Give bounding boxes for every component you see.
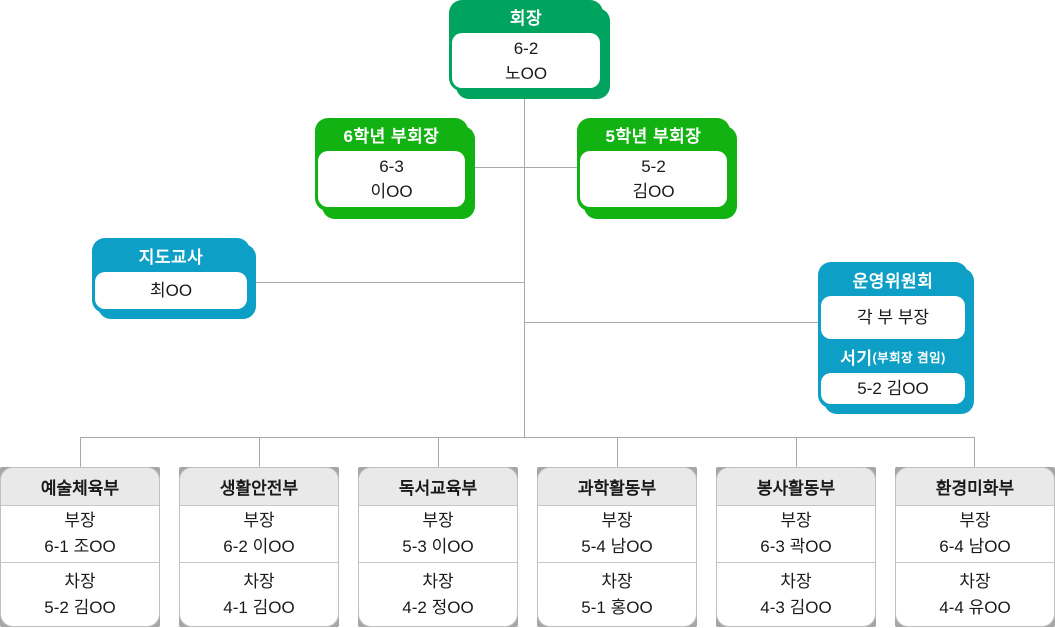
connector-vice-horizontal bbox=[475, 167, 577, 168]
chairman-card: 회장 6-2 노OO bbox=[449, 0, 603, 91]
vice-chair-6-name: 이OO bbox=[370, 182, 413, 201]
dept-deputy-role: 차장 bbox=[422, 571, 454, 591]
dept-title: 과학활동부 bbox=[538, 468, 696, 506]
committee-members: 각 부 부장 bbox=[856, 308, 929, 327]
advisor-name: 최OO bbox=[149, 281, 193, 300]
vice-chair-6-title: 6학년 부회장 bbox=[343, 127, 440, 146]
dept-head-name: 6-4 남OO bbox=[939, 537, 1011, 556]
dept-head-name: 6-1 조OO bbox=[44, 537, 116, 556]
dept-deputy-role: 차장 bbox=[64, 571, 96, 591]
connector-drop-3 bbox=[438, 437, 439, 467]
advisor-title: 지도교사 bbox=[138, 247, 204, 267]
vice-chair-5-title: 5학년 부회장 bbox=[605, 127, 702, 146]
dept-head-role: 부장 bbox=[64, 511, 96, 530]
dept-deputy-name: 5-1 홍OO bbox=[581, 597, 653, 617]
dept-head-name: 6-3 곽OO bbox=[760, 537, 832, 556]
dept-head-role: 부장 bbox=[243, 511, 275, 530]
vice-chair-5-class: 5-2 bbox=[641, 157, 666, 176]
connector-committee-horizontal bbox=[524, 322, 818, 323]
chairman-class: 6-2 bbox=[513, 38, 539, 58]
committee-title: 운영위원회 bbox=[852, 271, 934, 291]
connector-drop-2 bbox=[259, 437, 260, 467]
committee-secretary-title: 서기(부회장 겸임) bbox=[818, 339, 968, 373]
chairman-name: 노OO bbox=[504, 63, 548, 83]
vice-chair-5-card: 5학년 부회장 5-2 김OO bbox=[577, 118, 730, 211]
dept-deputy-name: 4-3 김OO bbox=[760, 597, 832, 617]
secretary-sublabel: (부회장 겸임) bbox=[872, 350, 946, 365]
committee-secretary-name: 5-2 김OO bbox=[857, 379, 929, 398]
connector-drop-6 bbox=[974, 437, 975, 467]
dept-head-role: 부장 bbox=[422, 511, 454, 530]
dept-title: 생활안전부 bbox=[180, 468, 338, 506]
dept-head-role: 부장 bbox=[959, 511, 991, 530]
vice-chair-6-card: 6학년 부회장 6-3 이OO bbox=[315, 118, 468, 211]
advisor-card: 지도교사 최OO bbox=[92, 238, 250, 313]
dept-title: 환경미화부 bbox=[896, 468, 1054, 506]
connector-drop-1 bbox=[80, 437, 81, 467]
connector-drop-5 bbox=[796, 437, 797, 467]
dept-arts-sports: 예술체육부 부장 6-1 조OO 차장 5-2 김OO bbox=[0, 467, 160, 627]
dept-head-name: 5-3 이OO bbox=[402, 537, 474, 556]
dept-deputy-role: 차장 bbox=[243, 571, 275, 591]
dept-deputy-role: 차장 bbox=[959, 571, 991, 591]
vice-chair-6-class: 6-3 bbox=[379, 157, 404, 176]
dept-deputy-name: 4-4 유OO bbox=[939, 597, 1011, 617]
dept-head-name: 6-2 이OO bbox=[223, 537, 295, 556]
connector-advisor-horizontal bbox=[250, 282, 525, 283]
secretary-label: 서기 bbox=[840, 348, 873, 368]
dept-deputy-name: 4-1 김OO bbox=[223, 597, 295, 617]
dept-head-name: 5-4 남OO bbox=[581, 537, 653, 556]
dept-deputy-name: 5-2 김OO bbox=[44, 597, 116, 617]
dept-title: 봉사활동부 bbox=[717, 468, 875, 506]
dept-volunteer-activity: 봉사활동부 부장 6-3 곽OO 차장 4-3 김OO bbox=[716, 467, 876, 627]
committee-card: 운영위원회 각 부 부장 서기(부회장 겸임) 5-2 김OO bbox=[818, 262, 968, 408]
dept-deputy-role: 차장 bbox=[601, 571, 633, 591]
dept-title: 예술체육부 bbox=[1, 468, 159, 506]
dept-science-activity: 과학활동부 부장 5-4 남OO 차장 5-1 홍OO bbox=[537, 467, 697, 627]
dept-reading-education: 독서교육부 부장 5-3 이OO 차장 4-2 정OO bbox=[358, 467, 518, 627]
dept-head-role: 부장 bbox=[780, 511, 812, 530]
department-row: 예술체육부 부장 6-1 조OO 차장 5-2 김OO 생활안전부 부장 6-2… bbox=[0, 467, 1055, 627]
connector-center-vertical bbox=[524, 91, 525, 437]
dept-deputy-name: 4-2 정OO bbox=[402, 597, 474, 617]
dept-life-safety: 생활안전부 부장 6-2 이OO 차장 4-1 김OO bbox=[179, 467, 339, 627]
connector-departments-horizontal bbox=[80, 437, 975, 438]
dept-deputy-role: 차장 bbox=[780, 571, 812, 591]
connector-drop-4 bbox=[617, 437, 618, 467]
dept-title: 독서교육부 bbox=[359, 468, 517, 506]
vice-chair-5-name: 김OO bbox=[632, 182, 675, 201]
dept-head-role: 부장 bbox=[601, 511, 633, 530]
chairman-title: 회장 bbox=[509, 9, 543, 28]
dept-environment-beautify: 환경미화부 부장 6-4 남OO 차장 4-4 유OO bbox=[895, 467, 1055, 627]
